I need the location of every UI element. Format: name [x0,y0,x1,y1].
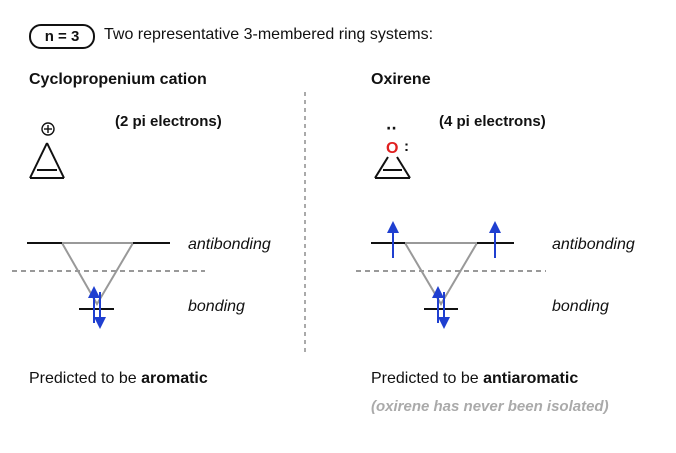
oxygen-atom-label: O [386,140,398,157]
right-frost-diagram [356,221,546,329]
oxirene-structure: ·· O : [374,121,411,179]
cyclopropenium-title: Cyclopropenium cation [29,71,207,88]
ring-bond-right [46,142,65,179]
right-antibonding-label: antibonding [552,236,635,253]
n-equals-3-badge: n = 3 [29,24,95,49]
right-prediction: Predicted to be antiaromatic [371,370,578,388]
right-prediction-prefix: Predicted to be [371,370,484,387]
left-prediction-word: aromatic [141,370,208,387]
oxirene-bond-right [396,156,411,179]
left-electron-count: (2 pi electrons) [115,113,222,130]
right-bonding-label: bonding [552,298,609,315]
oxirene-title: Oxirene [371,71,431,88]
left-frost-triangle [60,242,135,306]
left-frost-diagram [12,242,205,329]
left-antibonding-label: antibonding [188,236,271,253]
oxirene-bond-left [374,156,389,179]
oxygen-lone-pair-side: : [404,138,409,155]
oxirene-note: (oxirene has never been isolated) [371,398,609,415]
intro-text: Two representative 3-membered ring syste… [104,26,434,43]
oxygen-lone-pair-top: ·· [386,121,397,137]
positive-charge-icon [41,122,55,136]
left-prediction: Predicted to be aromatic [29,370,208,388]
left-prediction-prefix: Predicted to be [29,370,142,387]
right-electron-count: (4 pi electrons) [439,113,546,130]
left-bonding-label: bonding [188,298,245,315]
right-prediction-word: antiaromatic [483,370,579,387]
right-frost-triangle [403,242,479,306]
ring-bond-left [29,142,48,179]
cyclopropenium-structure [29,122,65,179]
